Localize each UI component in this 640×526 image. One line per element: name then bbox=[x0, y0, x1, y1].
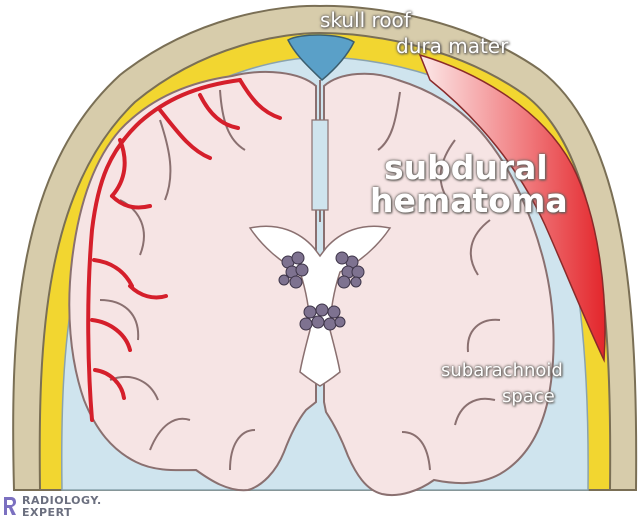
radiology-expert-logo: RADIOLOGY. EXPERT bbox=[2, 493, 122, 521]
right-hemisphere bbox=[323, 72, 555, 496]
subarachnoid-label-line2: space bbox=[502, 386, 555, 407]
subdural-hematoma-label-line2: hematoma bbox=[370, 181, 568, 220]
right-sulci bbox=[377, 91, 501, 471]
skull-roof-label: skull roof bbox=[320, 8, 411, 32]
sagittal-sinus bbox=[287, 34, 355, 82]
subarachnoid-label-line1: subarachnoid bbox=[441, 360, 563, 381]
cortical-vessels bbox=[86, 78, 282, 422]
left-hemisphere bbox=[68, 70, 317, 492]
left-sulci bbox=[99, 89, 256, 471]
logo-r-icon bbox=[4, 497, 16, 515]
falx-csf bbox=[311, 119, 329, 211]
logo-line2: EXPERT bbox=[22, 506, 73, 519]
subdural-hematoma bbox=[418, 53, 606, 363]
logo-line1: RADIOLOGY. bbox=[22, 494, 102, 507]
basal-ganglia bbox=[278, 251, 365, 331]
dura-mater-label: dura mater bbox=[396, 34, 509, 58]
subdural-hematoma-label-line1: subdural bbox=[384, 148, 548, 187]
